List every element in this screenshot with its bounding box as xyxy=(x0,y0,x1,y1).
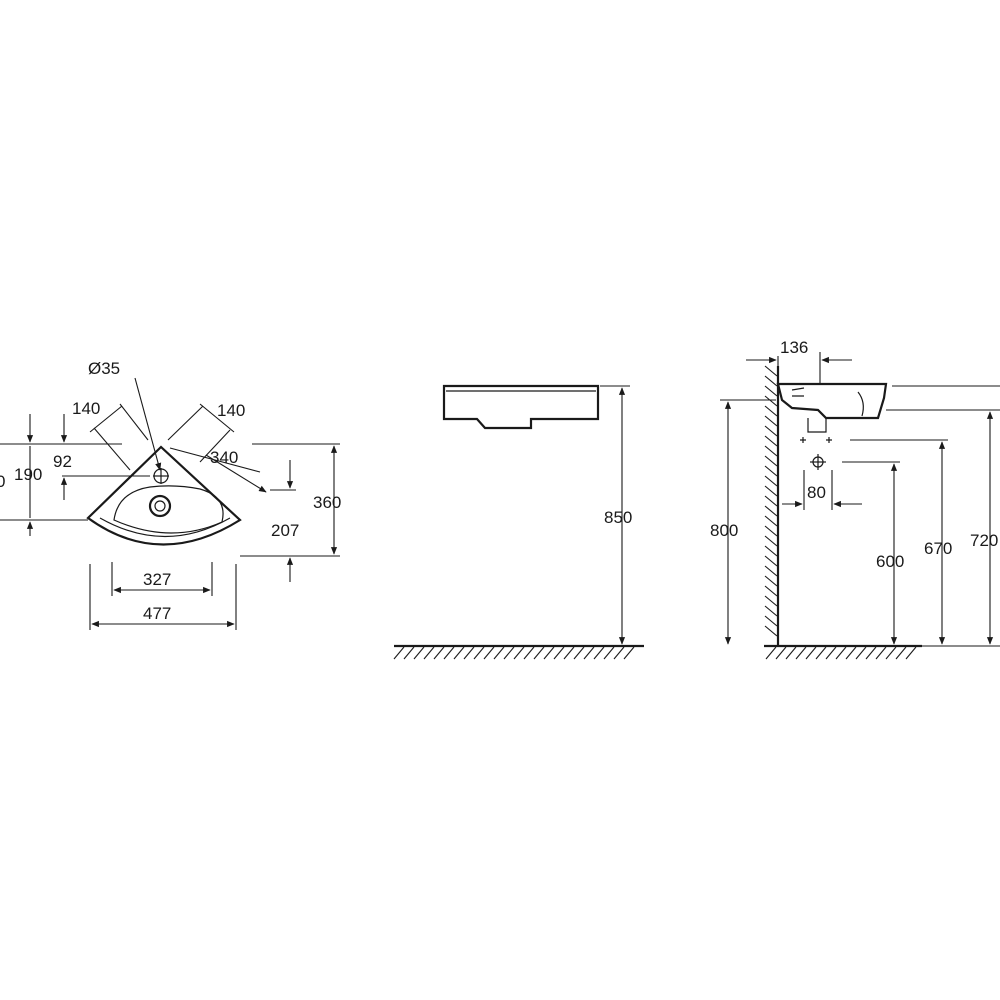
dim-waste-spacing: 80 xyxy=(807,483,826,502)
dim-projection: 136 xyxy=(780,338,808,357)
side-view: 136 80 800 600 670 720 xyxy=(710,338,1000,660)
dim-height-190: 190 xyxy=(14,465,42,484)
dim-hole-diameter: Ø35 xyxy=(88,359,120,378)
dim-side-length: 340 xyxy=(210,448,238,467)
dim-overall-width: 477 xyxy=(143,604,171,623)
plan-view: Ø35 140 140 340 0 190 92 360 xyxy=(0,359,341,630)
supply-points xyxy=(800,437,832,470)
basin-front xyxy=(442,384,600,430)
dim-depth-360: 360 xyxy=(313,493,341,512)
dim-height-92: 92 xyxy=(53,452,72,471)
dim-offset-left: 140 xyxy=(72,399,100,418)
dim-bowl-width: 327 xyxy=(143,570,171,589)
dim-height-670: 670 xyxy=(924,539,952,558)
dim-height-600: 600 xyxy=(876,552,904,571)
side-floor-hatch xyxy=(765,646,917,660)
dim-cut-left: 0 xyxy=(0,472,5,491)
wall-hatch xyxy=(764,365,778,637)
bowl-inner xyxy=(113,485,224,534)
dim-rim-height: 850 xyxy=(604,508,632,527)
dim-offset-right: 140 xyxy=(217,401,245,420)
dim-height-800: 800 xyxy=(710,521,738,540)
bowl-rim-line xyxy=(99,517,231,538)
floor-hatch xyxy=(393,646,635,660)
front-view: 850 xyxy=(393,384,644,660)
basin-outline xyxy=(86,445,242,546)
trap xyxy=(807,418,827,433)
dim-height-720: 720 xyxy=(970,531,998,550)
waste-outlet xyxy=(148,494,172,518)
dim-depth-207: 207 xyxy=(271,521,299,540)
